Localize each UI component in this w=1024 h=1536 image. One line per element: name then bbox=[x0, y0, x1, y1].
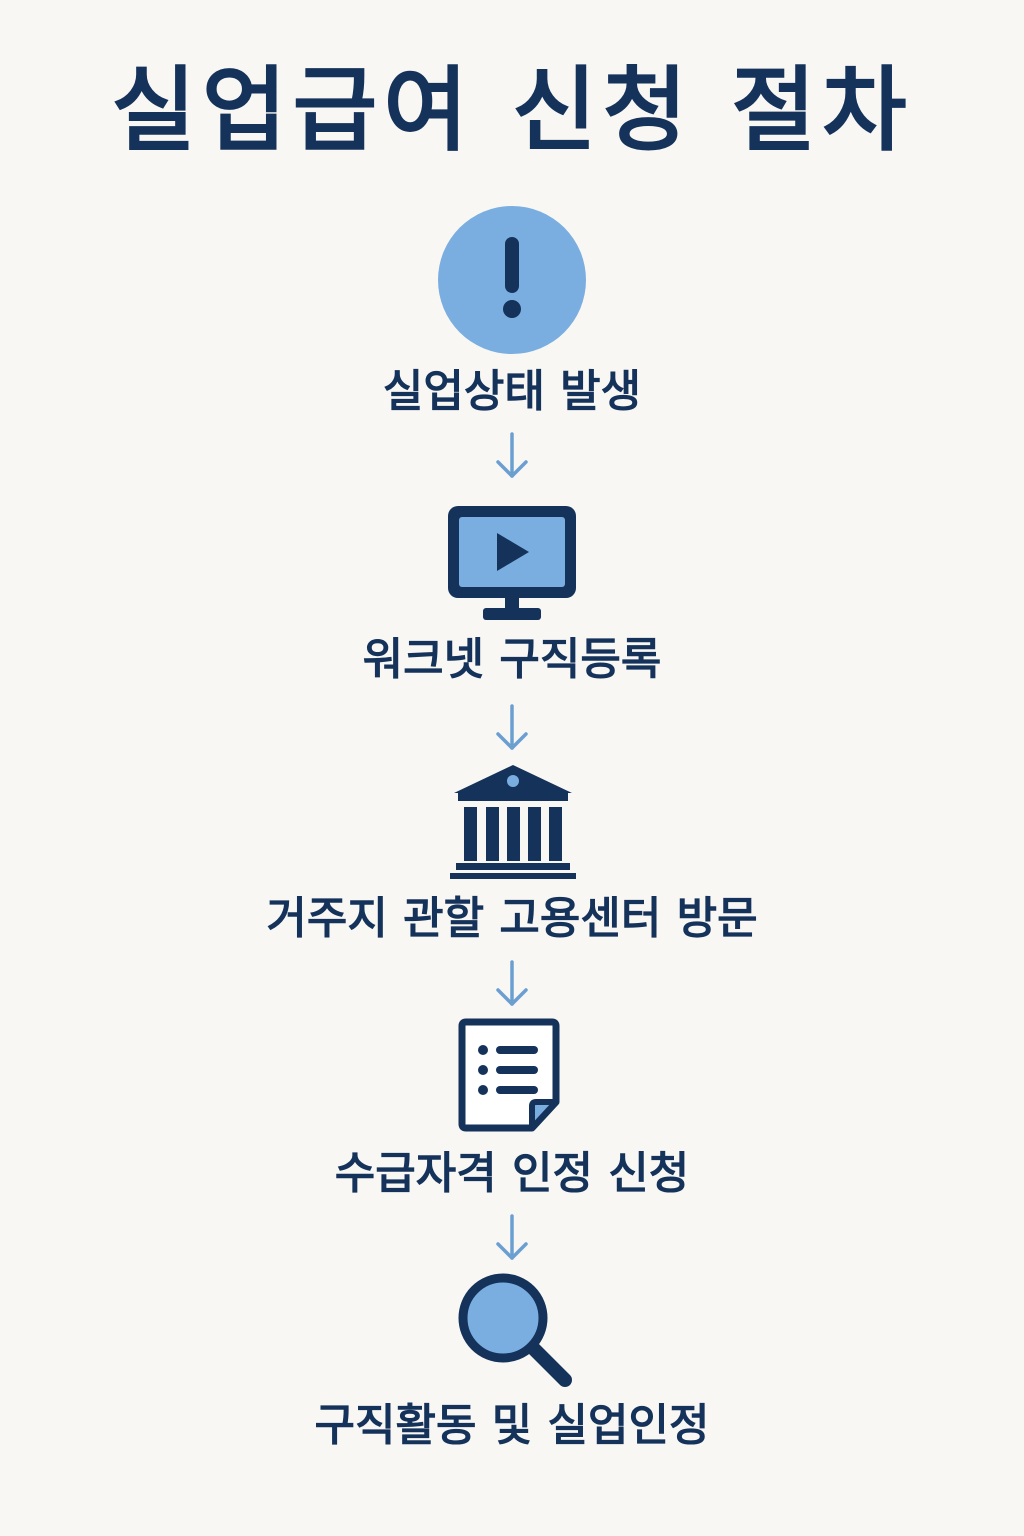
document-list-icon bbox=[458, 1018, 560, 1132]
monitor-play-icon bbox=[448, 506, 576, 620]
page-title: 실업급여 신청 절차 bbox=[111, 57, 913, 164]
arrow-down-icon bbox=[496, 960, 528, 1006]
magnifier-icon bbox=[458, 1273, 572, 1387]
arrow-down-icon bbox=[496, 1214, 528, 1260]
government-building-icon bbox=[450, 765, 576, 879]
step-label-1: 실업상태 발생 bbox=[382, 366, 642, 417]
step-label-5: 구직활동 및 실업인정 bbox=[314, 1400, 710, 1451]
step-label-4: 수급자격 인정 신청 bbox=[334, 1148, 690, 1199]
arrow-down-icon bbox=[496, 704, 528, 750]
step-label-2: 워크넷 구직등록 bbox=[362, 634, 662, 685]
step-label-3: 거주지 관할 고용센터 방문 bbox=[266, 893, 758, 944]
arrow-down-icon bbox=[496, 432, 528, 478]
alert-icon bbox=[438, 206, 586, 354]
